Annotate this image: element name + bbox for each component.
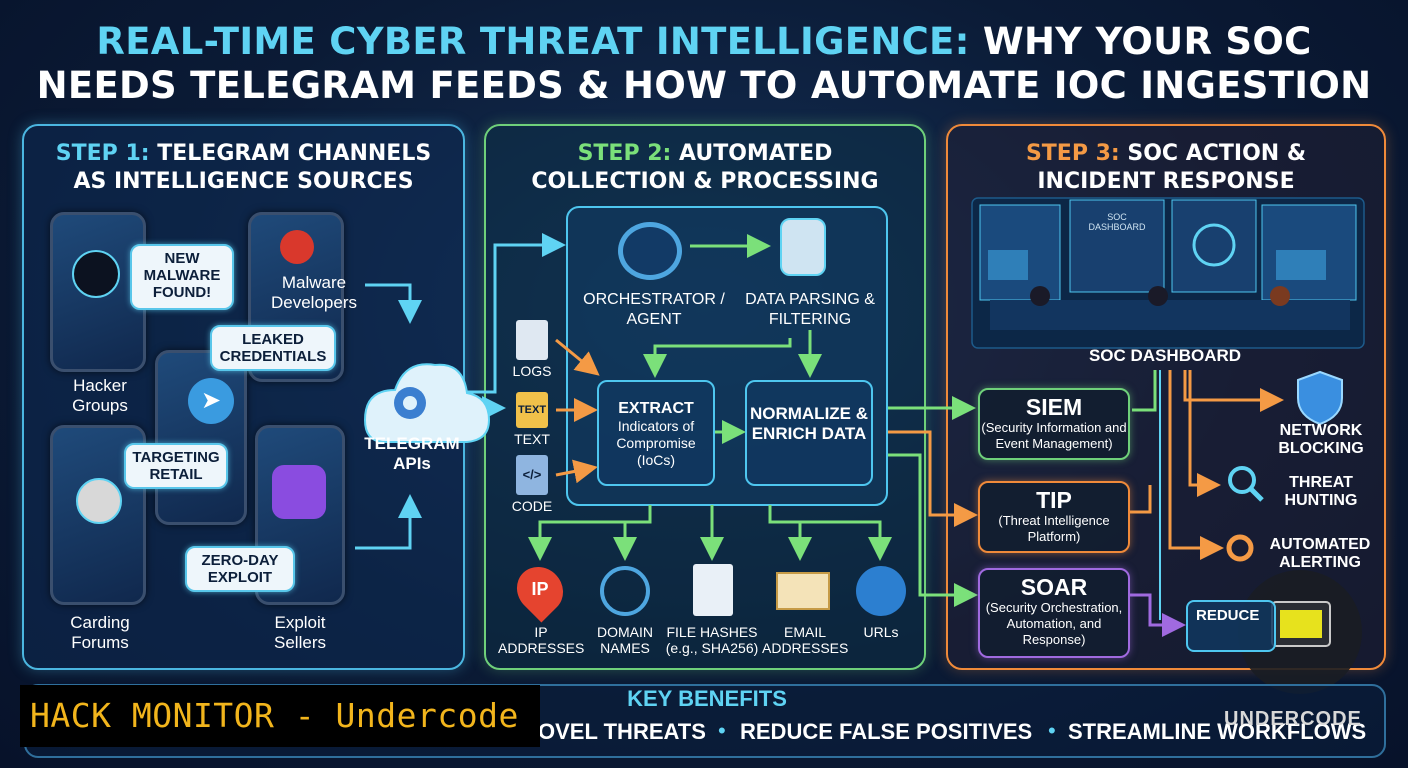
out-ip-label: IP ADDRESSES xyxy=(498,624,585,656)
url-link-icon xyxy=(856,566,906,616)
masked-seller-icon xyxy=(272,465,326,519)
hacker-avatar-icon xyxy=(72,250,120,298)
label-carding: Carding Forums xyxy=(70,613,130,652)
parsing-label: DATA PARSING & FILTERING xyxy=(745,291,875,328)
ip-pin-text: IP xyxy=(531,579,549,599)
benefit-separator-1: • xyxy=(718,718,726,743)
automated-alerting-label: AUTOMATED ALERTING xyxy=(1269,536,1371,571)
tip-name: TIP xyxy=(1036,487,1072,513)
bubble-new-malware: NEW MALWARE FOUND! xyxy=(130,244,234,310)
siem-box: SIEM (Security Information and Event Man… xyxy=(978,388,1130,460)
soar-name: SOAR xyxy=(1020,574,1088,600)
step2-heading-line2: COLLECTION & PROCESSING xyxy=(531,169,879,194)
carder-avatar-icon xyxy=(76,478,122,524)
logs-label: LOGS xyxy=(512,363,552,379)
step3-heading-highlight: STEP 3: xyxy=(1025,141,1120,166)
step3-heading: STEP 3: SOC ACTION & INCIDENT RESPONSE xyxy=(946,140,1386,196)
email-envelope-icon xyxy=(776,572,830,610)
benefit-separator-2: • xyxy=(1048,718,1056,743)
virus-icon xyxy=(280,230,314,264)
step1-heading-rest: TELEGRAM CHANNELS xyxy=(149,141,432,166)
step2-heading-highlight: STEP 2: xyxy=(577,141,672,166)
reduce-box: REDUCE xyxy=(1186,600,1276,652)
benefit-streamline-workflows: STREAMLINE WORKFLOWS xyxy=(1068,719,1367,744)
page-title-line-1: REAL-TIME CYBER THREAT INTELLIGENCE: WHY… xyxy=(0,20,1408,64)
dashboard-screen-title: SOC DASHBOARD xyxy=(1088,212,1146,232)
undercode-logo-text: UNDERCODE xyxy=(1224,708,1362,730)
globe-icon xyxy=(600,566,650,616)
title-rest: WHY YOUR SOC xyxy=(969,20,1312,63)
step1-heading-line2: AS INTELLIGENCE SOURCES xyxy=(73,169,414,194)
step1-heading-highlight: STEP 1: xyxy=(55,141,150,166)
normalize-box: NORMALIZE & ENRICH DATA xyxy=(745,380,873,486)
page-title-line-2: NEEDS TELEGRAM FEEDS & HOW TO AUTOMATE I… xyxy=(36,64,1372,107)
step3-heading-rest: SOC ACTION & xyxy=(1119,141,1307,166)
soc-dashboard-label: SOC DASHBOARD xyxy=(1088,346,1242,365)
benefit-novel-threats: OVEL THREATS xyxy=(538,719,706,744)
label-hacker-groups: Hacker Groups xyxy=(72,376,128,415)
out-email-label: EMAIL ADDRESSES xyxy=(762,624,849,656)
step1-heading: STEP 1: TELEGRAM CHANNELS AS INTELLIGENC… xyxy=(22,140,465,196)
step3-heading-line2: INCIDENT RESPONSE xyxy=(1037,169,1295,194)
out-hashes-label: FILE HASHES (e.g., SHA256) xyxy=(665,624,759,656)
tip-desc: (Threat Intelligence Platform) xyxy=(998,513,1110,544)
hack-monitor-watermark: HACK MONITOR - Undercode xyxy=(20,685,540,747)
extract-subtitle: Indicators of Compromise (IoCs) xyxy=(616,418,696,468)
label-exploit-sellers: Exploit Sellers xyxy=(274,613,326,652)
label-malware-devs: Malware Developers xyxy=(271,273,357,312)
telegram-api-label: TELEGRAM APIs xyxy=(364,434,460,473)
logs-doc-icon xyxy=(516,320,548,360)
file-hash-icon xyxy=(693,564,733,616)
text-label: TEXT xyxy=(514,431,550,447)
orchestrator-gear-icon xyxy=(618,222,682,280)
database-icon xyxy=(780,218,826,276)
orchestrator-label: ORCHESTRATOR / AGENT xyxy=(583,291,725,328)
tip-box: TIP (Threat Intelligence Platform) xyxy=(978,481,1130,553)
benefit-reduce-false-positives: REDUCE FALSE POSITIVES xyxy=(740,719,1033,744)
text-doc-icon: TEXT xyxy=(516,392,548,428)
code-doc-icon: </> xyxy=(516,455,548,495)
code-label: CODE xyxy=(511,498,553,514)
threat-hunting-label: THREAT HUNTING xyxy=(1284,474,1358,509)
soar-desc: (Security Orchestration, Automation, and… xyxy=(985,600,1123,647)
key-benefits-title: KEY BENEFITS xyxy=(627,686,787,711)
phone-telegram xyxy=(155,350,247,525)
bubble-leaked: LEAKED CREDENTIALS xyxy=(210,325,336,371)
soar-box: SOAR (Security Orchestration, Automation… xyxy=(978,568,1130,658)
step2-heading: STEP 2: AUTOMATED COLLECTION & PROCESSIN… xyxy=(484,140,926,196)
extract-title: EXTRACT xyxy=(618,400,694,417)
telegram-icon: ➤ xyxy=(188,378,234,424)
title-highlight: REAL-TIME CYBER THREAT INTELLIGENCE: xyxy=(96,20,970,63)
network-blocking-label: NETWORK BLOCKING xyxy=(1278,422,1364,457)
bubble-targeting: TARGETING RETAIL xyxy=(124,443,228,489)
step2-heading-rest: AUTOMATED xyxy=(671,141,833,166)
siem-name: SIEM xyxy=(1025,394,1083,420)
out-urls-label: URLs xyxy=(863,624,899,640)
siem-desc: (Security Information and Event Manageme… xyxy=(981,420,1127,451)
extract-box: EXTRACT Indicators of Compromise (IoCs) xyxy=(597,380,715,486)
out-domain-label: DOMAIN NAMES xyxy=(597,624,653,656)
bubble-zero-day: ZERO-DAY EXPLOIT xyxy=(185,546,295,592)
